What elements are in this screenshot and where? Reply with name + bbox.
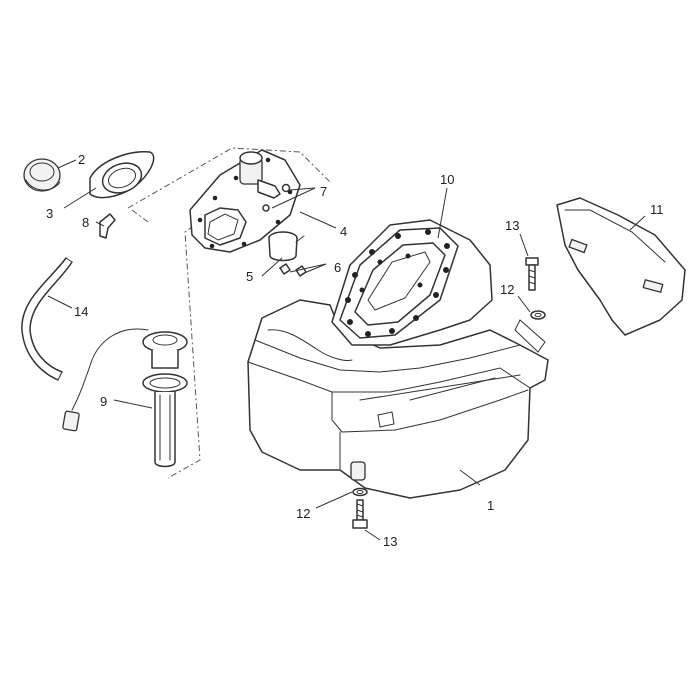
callout-10: 10 xyxy=(440,172,454,187)
filter-cup-part-5 xyxy=(268,231,305,262)
callout-7: 7 xyxy=(320,184,327,199)
clip-part-8 xyxy=(99,213,116,239)
callout-8: 8 xyxy=(82,215,89,230)
callout-11: 11 xyxy=(650,202,664,217)
cap-flange-part-3 xyxy=(89,151,155,199)
callout-13-bottom: 13 xyxy=(383,534,397,549)
fuel-tank-part-1 xyxy=(247,299,549,499)
bolt-part-13-right xyxy=(525,257,539,291)
bolt-part-13-bottom xyxy=(352,499,368,529)
washer-part-12-right xyxy=(514,310,546,353)
callout-12-bottom: 12 xyxy=(296,506,310,521)
callout-3: 3 xyxy=(46,206,53,221)
washer-part-12-bottom xyxy=(352,487,368,497)
callout-2: 2 xyxy=(78,152,85,167)
breather-hose-part-14 xyxy=(21,257,73,381)
callout-1: 1 xyxy=(487,498,494,513)
screws-part-7 xyxy=(262,183,291,212)
filler-neck-part-10 xyxy=(331,219,493,346)
callout-12-right: 12 xyxy=(500,282,514,297)
callout-13-right: 13 xyxy=(505,218,519,233)
callout-5: 5 xyxy=(246,269,253,284)
heat-shield-part-11 xyxy=(556,197,686,336)
callout-9: 9 xyxy=(100,394,107,409)
callout-4: 4 xyxy=(340,224,347,239)
fuel-cap-part-2 xyxy=(23,158,61,192)
callout-6: 6 xyxy=(334,260,341,275)
leader-lines xyxy=(47,159,646,541)
fuel-sender-part-9 xyxy=(62,328,188,468)
assembly-dashed-outline xyxy=(127,147,331,479)
pump-cover-plate-part-4 xyxy=(189,149,301,253)
callout-14: 14 xyxy=(74,304,88,319)
